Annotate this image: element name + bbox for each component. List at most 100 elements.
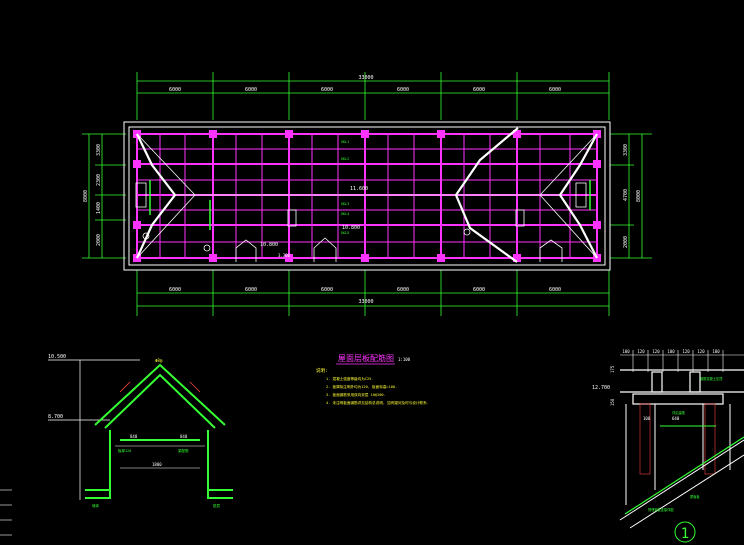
beam-grid: [136, 133, 598, 259]
column: [437, 254, 445, 262]
right-dim: 2000: [623, 236, 629, 248]
top-dimension-chain: [136, 72, 610, 120]
bottom-bay-dims: 6000 6000 6000 6000 6000 6000: [169, 287, 561, 293]
column: [209, 130, 217, 138]
detail-top-dim: 120: [697, 349, 705, 354]
section-label-b: 梁配筋: [178, 448, 189, 453]
right-dim: 4700: [623, 189, 629, 201]
detail-note: 钢筋混凝土压顶: [700, 376, 723, 381]
section-dim-right: 840: [180, 434, 188, 439]
section-dim-left: 840: [130, 434, 138, 439]
left-dim: 3300: [96, 144, 102, 156]
ridge-thin-lines: [136, 133, 598, 259]
bay-dim: 6000: [397, 87, 409, 93]
bottom-dimension-chain: [136, 270, 610, 316]
right-dim: 3300: [623, 144, 629, 156]
detail-top-dim: 120: [682, 349, 690, 354]
dormers: [135, 182, 587, 262]
beam-tags: GKL1 GKL2 GKL3 GKL4 GKL5: [341, 140, 349, 235]
column: [361, 254, 369, 262]
notes-scale: 1:100: [398, 357, 411, 362]
roof-plan-outline: [123, 121, 611, 271]
column: [593, 160, 601, 168]
slope-note: 3.300: [278, 253, 291, 258]
beam-tag: GKL5: [341, 231, 349, 235]
detail-drawing: 100 120 120 100 120 120 100 12.700 175 1…: [592, 349, 744, 543]
bay-dim: 6000: [169, 87, 181, 93]
ridge-elevation: 11.600: [350, 186, 368, 192]
detail-side-dim: 175: [610, 365, 615, 373]
section-roof-outline: [85, 363, 233, 499]
detail-top-dim: 100: [622, 349, 630, 354]
section-dim-bottom: 1800: [152, 462, 162, 467]
notes-heading: 说明:: [316, 367, 328, 374]
left-total-dim: 8000: [83, 190, 89, 202]
detail-top-dim: 120: [652, 349, 660, 354]
beam-tag: GKL2: [341, 157, 349, 161]
dormer: [313, 237, 337, 262]
section-elev-top: 10.500: [48, 354, 66, 360]
drain-point: [142, 232, 150, 240]
dormer: [575, 182, 587, 208]
right-dims: 3300 4700 2000 8000: [623, 144, 642, 248]
detail-note: 详见建施: [672, 410, 686, 415]
eave-elevation-b: 10.800: [260, 242, 278, 248]
beam-tag: GKL1: [341, 140, 349, 144]
right-dimension-chain: [610, 133, 652, 259]
column: [513, 130, 521, 138]
beam-tag: GKL3: [341, 202, 349, 206]
dormer: [135, 182, 147, 208]
detail-top-dim: 120: [637, 349, 645, 354]
bay-dim: 6000: [473, 87, 485, 93]
section-elev-mid: 8.700: [48, 414, 63, 420]
section-label-a: 板厚120: [118, 448, 131, 453]
detail-elevation: 12.700: [592, 385, 610, 391]
column: [513, 254, 521, 262]
section-drawing: 10.500 8.700 Φ8@ 840 840 1800 板厚120 梁配筋 …: [48, 354, 233, 508]
detail-note: 屋面板: [690, 494, 700, 499]
left-dimension-chain: [82, 133, 126, 259]
detail-dim-b: 640: [672, 416, 680, 421]
section-ridge-mark: Φ8@: [155, 358, 163, 363]
top-bay-dims: 6000 6000 6000 6000 6000 6000: [169, 87, 561, 93]
column: [209, 254, 217, 262]
overall-dim-bottom: 33000: [358, 299, 373, 305]
detail-note: 预埋钢板连接详图: [648, 507, 674, 512]
dormer: [515, 209, 525, 227]
partial-drawing-fragment: [0, 489, 12, 536]
bay-dim: 6000: [321, 87, 333, 93]
overall-dim-top: 33000: [358, 75, 373, 81]
detail-side-dim: 150: [610, 398, 615, 406]
column: [285, 254, 293, 262]
dormer: [287, 209, 297, 227]
dormer: [235, 239, 257, 262]
section-label-d: 垫层: [213, 503, 220, 508]
detail-dim-a: 100: [643, 416, 651, 421]
detail-index-number: 1: [681, 526, 689, 542]
notes-line: 3. 板面钢筋采用双向双层 10@200.: [326, 392, 386, 397]
left-dim: 1400: [96, 202, 102, 214]
notes-title: 屋面层板配筋图: [338, 353, 394, 363]
detail-top-dim: 100: [712, 349, 720, 354]
beam-tag: GKL4: [341, 212, 349, 216]
right-total-dim: 8000: [636, 190, 642, 202]
column: [285, 130, 293, 138]
bay-dim: 6000: [473, 287, 485, 293]
bay-dim: 6000: [549, 87, 561, 93]
column: [593, 221, 601, 229]
column: [133, 221, 141, 229]
notes-line: 4. 未注明板面钢筋详见结构总说明, 如有疑问及时与设计联系.: [326, 400, 429, 405]
left-dims: 8000 3300 2300 1400 2000: [83, 144, 102, 246]
dormer: [539, 239, 563, 262]
bay-dim: 6000: [245, 287, 257, 293]
eave-elevation-a: 10.800: [342, 225, 360, 231]
detail-top-dim: 100: [667, 349, 675, 354]
column: [437, 130, 445, 138]
bay-dim: 6000: [321, 287, 333, 293]
drain-point: [203, 244, 211, 252]
left-dim: 2300: [96, 174, 102, 186]
notes-block: 屋面层板配筋图 1:100 说明: 1. 混凝土强度等级均为C25. 2. 板厚…: [316, 353, 429, 405]
column: [133, 160, 141, 168]
drain-point: [463, 228, 471, 236]
